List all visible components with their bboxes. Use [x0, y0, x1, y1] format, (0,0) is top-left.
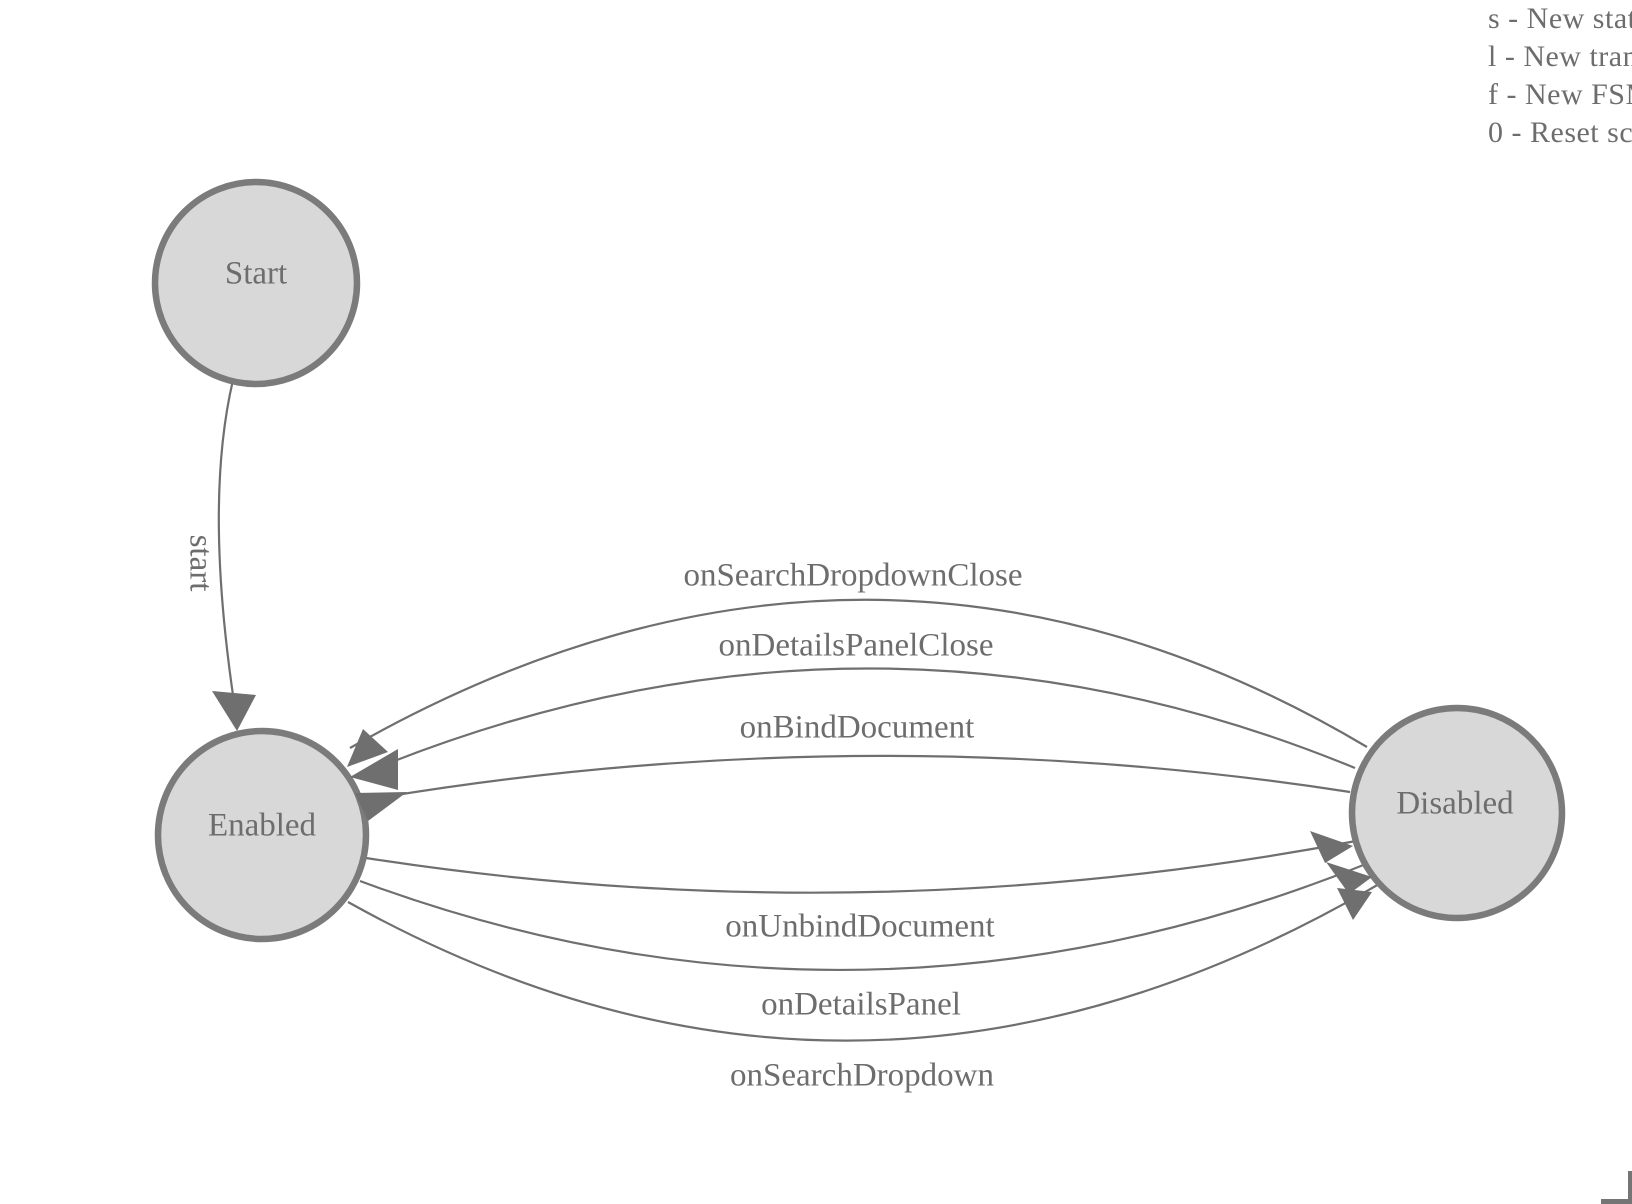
- arrowhead-enabled-3: [355, 792, 407, 821]
- state-label-start[interactable]: Start: [224, 255, 288, 292]
- edge-label-ondetailspanelclose[interactable]: onDetailsPanelClose: [718, 627, 994, 664]
- edge-ondetailspanelclose[interactable]: [356, 667, 1356, 778]
- offscreen-corner-horizontal: [1601, 1199, 1632, 1204]
- arrowhead-disabled-2: [1326, 862, 1372, 894]
- edge-label-ondetailspanel[interactable]: onDetailsPanel: [761, 986, 961, 1023]
- state-node-enabled[interactable]: [154, 727, 370, 943]
- legend-line-reset-scale: 0 - Reset scale: [1488, 116, 1632, 149]
- edge-ondetailspanel[interactable]: [359, 862, 1367, 972]
- arrowhead-enabled-2: [350, 749, 398, 790]
- offscreen-corner-vertical: [1628, 1171, 1632, 1204]
- shortcut-legend: s - New state l - New transition f - New…: [1488, 0, 1632, 152]
- state-nodes: [151, 178, 1566, 943]
- state-node-start[interactable]: [151, 178, 361, 388]
- arrowhead-disabled-3: [1337, 888, 1372, 920]
- state-label-enabled[interactable]: Enabled: [207, 807, 317, 844]
- arrowhead-disabled-1: [1310, 831, 1353, 863]
- arrowheads: [212, 691, 1372, 920]
- edge-label-start[interactable]: start: [182, 534, 219, 592]
- edge-onsearchdropdown[interactable]: [347, 883, 1380, 1042]
- state-node-disabled[interactable]: [1348, 704, 1566, 922]
- edge-label-onbinddocument[interactable]: onBindDocument: [739, 709, 975, 746]
- edge-paths: [217, 379, 1380, 1042]
- legend-line-new-fsm: f - New FSM: [1488, 78, 1632, 111]
- legend-line-new-transition: l - New transition: [1488, 40, 1632, 73]
- edge-start-to-enabled[interactable]: [217, 379, 236, 703]
- edge-label-onunbinddocument[interactable]: onUnbindDocument: [725, 908, 995, 945]
- edge-onbinddocument[interactable]: [365, 754, 1351, 802]
- state-label-disabled[interactable]: Disabled: [1396, 785, 1514, 822]
- edge-onsearchdropdownclose[interactable]: [349, 598, 1368, 749]
- edge-label-onsearchdropdown[interactable]: onSearchDropdown: [730, 1057, 994, 1094]
- legend-line-new-state: s - New state: [1488, 2, 1632, 35]
- edge-label-onsearchdropdownclose[interactable]: onSearchDropdownClose: [683, 557, 1023, 594]
- arrowhead-start-edge: [212, 691, 256, 731]
- arrowhead-enabled-1: [347, 729, 388, 767]
- edge-onunbinddocument[interactable]: [365, 839, 1357, 894]
